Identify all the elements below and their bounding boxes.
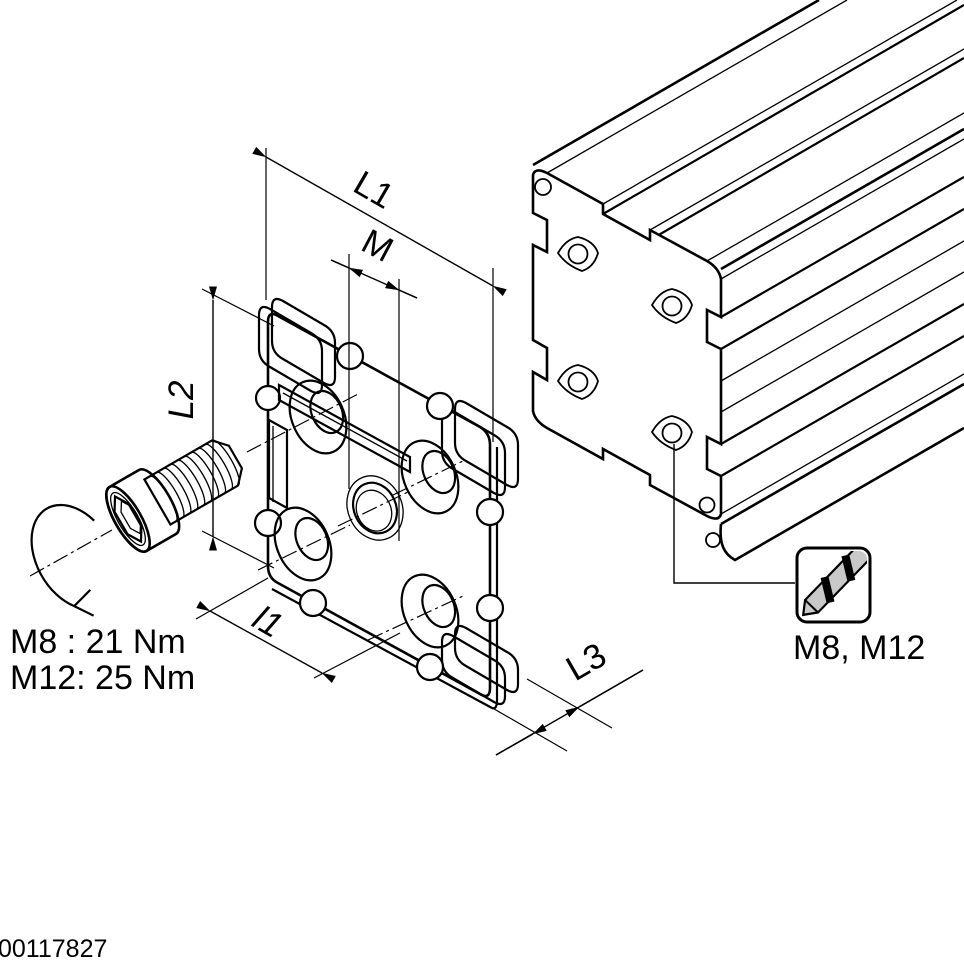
dimension-L3: L3 [481, 635, 644, 756]
dimension-L2: L2 [162, 286, 275, 569]
cap-screw [105, 439, 244, 553]
drill-bit-icon [801, 551, 867, 617]
countersunk-holes [273, 379, 460, 649]
part-number: 00117827 [0, 935, 107, 963]
dimension-L1: L1 [252, 146, 507, 442]
drill-callout-label: M8, M12 [793, 629, 925, 667]
profile-lower-step [705, 382, 964, 562]
torque-note-line2: M12: 25 Nm [10, 659, 195, 697]
profile-tslot-cavities [534, 178, 716, 514]
dimension-label-L2: L2 [162, 381, 201, 420]
profile-end-face [531, 169, 723, 520]
torque-note-line1: M8 : 21 Nm [10, 623, 186, 661]
dimension-label-l1: l1 [246, 598, 289, 645]
mounting-plate [253, 297, 520, 710]
corner-boss-bottom-right [440, 624, 520, 706]
screw-head [105, 468, 181, 553]
plate-slots [267, 383, 412, 510]
aluminum-profile [531, 0, 964, 562]
profile-length-lines [532, 0, 964, 515]
drill-callout: M8, M12 [673, 444, 925, 667]
dimension-label-L3: L3 [560, 635, 613, 688]
dimension-label-L1: L1 [347, 163, 400, 216]
rotation-arrow [30, 503, 95, 617]
central-hole [346, 475, 404, 541]
screw-thread [142, 439, 244, 527]
centerlines [29, 392, 466, 641]
torque-note: M8 : 21 Nm M12: 25 Nm [10, 623, 195, 697]
dimension-M: M [330, 222, 418, 541]
plate-edge-notches [253, 341, 505, 682]
hex-socket [113, 494, 143, 544]
corner-boss-top-right [440, 399, 520, 497]
